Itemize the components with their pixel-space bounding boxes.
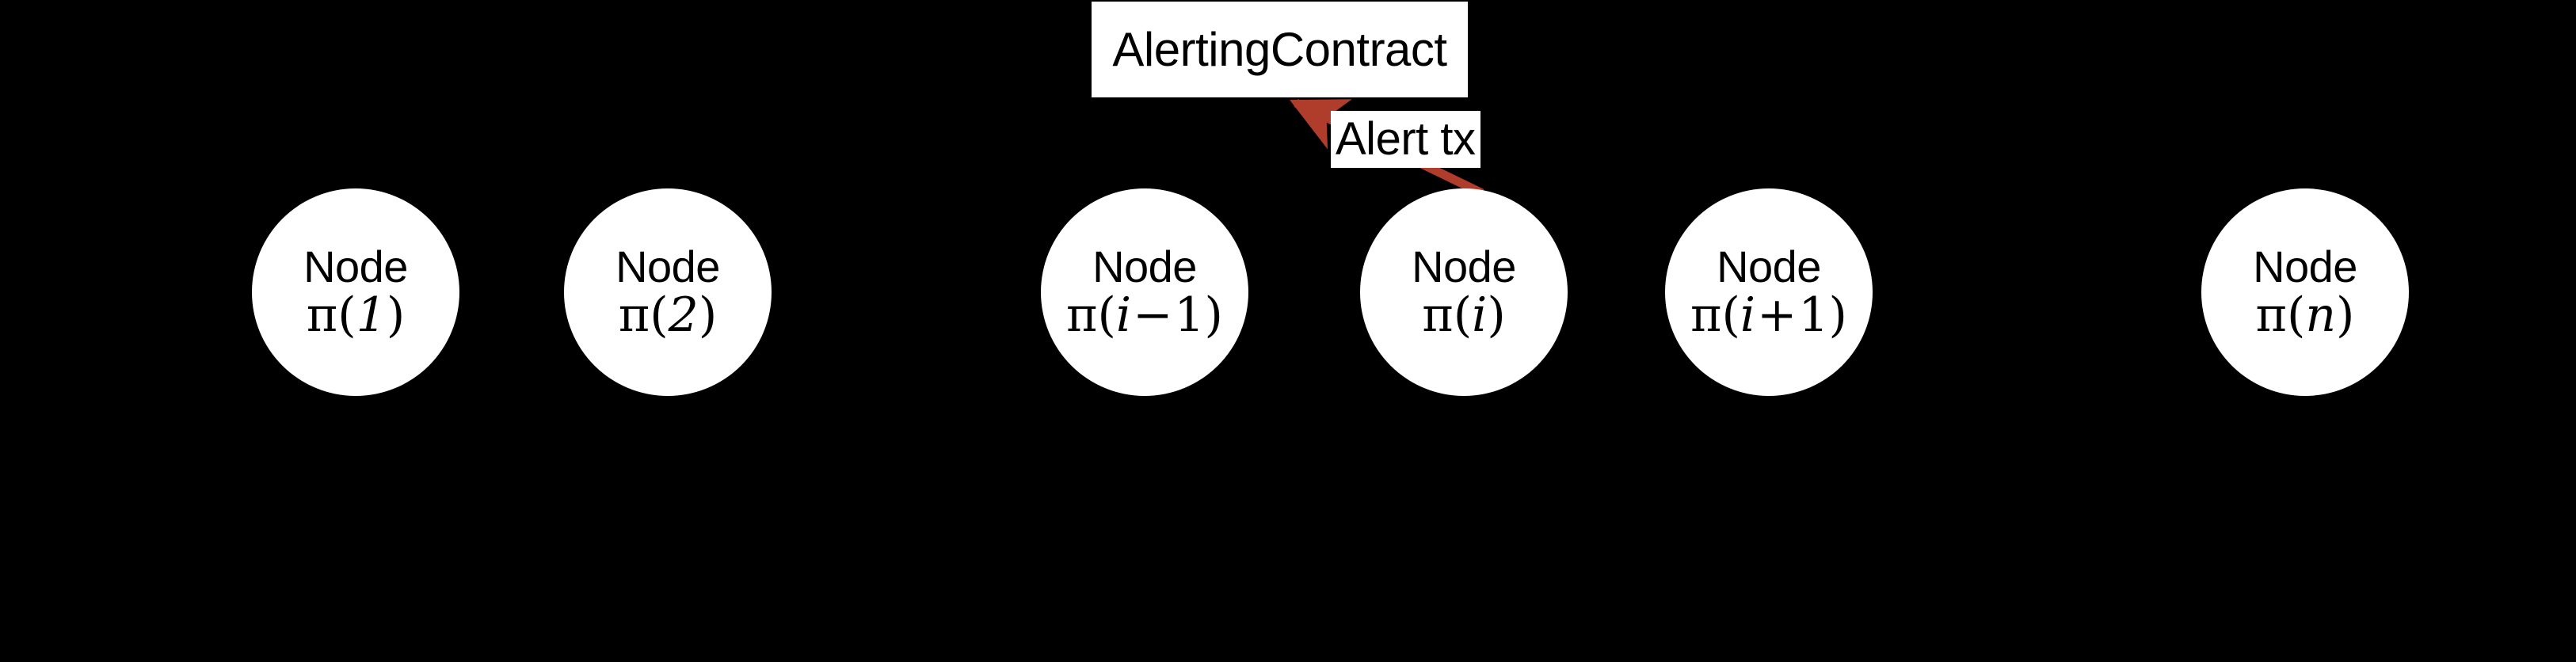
node-pi-i[interactable]: Node π(i) bbox=[1360, 188, 1568, 396]
node-title: Node bbox=[1092, 241, 1197, 291]
node-pi-i-plus-1[interactable]: Node π(i+1) bbox=[1665, 188, 1873, 396]
alert-tx-edge-label-text: Alert tx bbox=[1336, 113, 1476, 165]
node-title: Node bbox=[303, 241, 408, 291]
node-index: π(n) bbox=[2255, 287, 2355, 343]
alert-tx-edge-label: Alert tx bbox=[1331, 111, 1480, 168]
node-index: π(i+1) bbox=[1690, 287, 1847, 343]
node-title: Node bbox=[615, 241, 720, 291]
node-index: π(i−1) bbox=[1066, 287, 1223, 343]
node-pi-n[interactable]: Node π(n) bbox=[2201, 188, 2409, 396]
node-pi-1[interactable]: Node π(1) bbox=[252, 188, 459, 396]
node-pi-i-minus-1[interactable]: Node π(i−1) bbox=[1041, 188, 1248, 396]
node-pi-2[interactable]: Node π(2) bbox=[564, 188, 772, 396]
node-title: Node bbox=[1717, 241, 1821, 291]
alerting-contract-box[interactable]: AlertingContract bbox=[1092, 2, 1468, 97]
node-title: Node bbox=[2253, 241, 2357, 291]
alerting-contract-label: AlertingContract bbox=[1112, 22, 1447, 76]
node-index: π(1) bbox=[306, 287, 406, 343]
node-title: Node bbox=[1412, 241, 1516, 291]
node-index: π(i) bbox=[1422, 287, 1506, 343]
node-index: π(2) bbox=[618, 287, 718, 343]
